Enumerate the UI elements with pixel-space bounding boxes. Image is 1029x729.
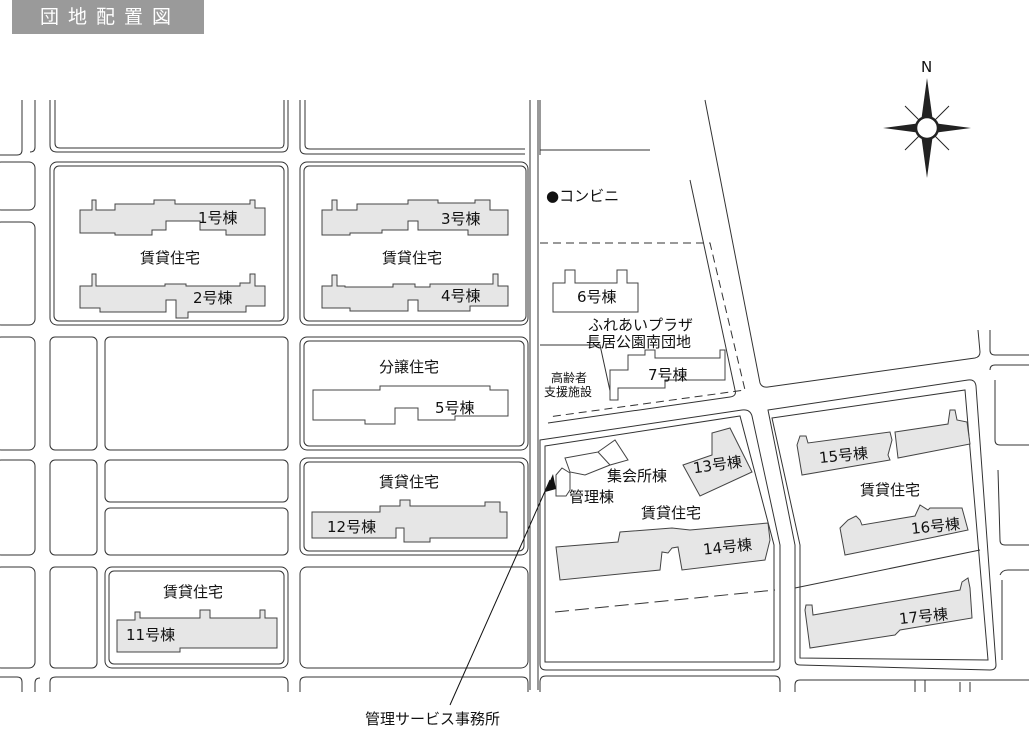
building-12 — [311, 499, 508, 543]
map-labels: 1号棟 2号棟 3号棟 4号棟 5号棟 6号棟 7号棟 11号棟 12号棟 13… — [126, 187, 961, 728]
label-building-14: 14号棟 — [702, 536, 753, 559]
building-2 — [79, 273, 266, 319]
building-16 — [839, 504, 969, 556]
building-11 — [116, 609, 278, 653]
page-title: 団地配置図 — [12, 0, 204, 34]
label-elderly-line1: 高齢者 — [551, 370, 587, 385]
label-building-6: 6号棟 — [577, 288, 617, 306]
label-rental-block16: 賃貸住宅 — [860, 481, 920, 499]
building-5 — [312, 385, 509, 425]
label-plaza-line1: ふれあいプラザ — [588, 316, 693, 334]
meeting-hall-building — [564, 439, 629, 476]
label-admin-building: 管理棟 — [569, 488, 614, 506]
building-14 — [555, 522, 771, 581]
label-building-2: 2号棟 — [193, 289, 233, 307]
building-3 — [321, 199, 509, 236]
compass-north-label: N — [921, 58, 932, 76]
building-13 — [682, 427, 753, 497]
label-building-4: 4号棟 — [441, 287, 481, 305]
label-rental-block12: 賃貸住宅 — [379, 473, 439, 491]
building-4 — [321, 273, 509, 312]
label-building-12: 12号棟 — [327, 518, 376, 536]
label-rental-block1: 賃貸住宅 — [140, 249, 200, 267]
building-17 — [804, 577, 973, 649]
management-office-pointer — [449, 474, 556, 706]
label-building-11: 11号棟 — [126, 626, 175, 644]
label-building-16: 16号棟 — [910, 515, 961, 538]
label-building-1: 1号棟 — [198, 209, 238, 227]
label-building-3: 3号棟 — [441, 210, 481, 228]
label-building-17: 17号棟 — [898, 605, 949, 628]
label-meeting-hall: 集会所棟 — [607, 467, 667, 485]
label-building-5: 5号棟 — [435, 399, 475, 417]
admin-building-shape — [555, 467, 571, 497]
building-15 — [796, 409, 971, 476]
building-6 — [552, 269, 639, 313]
label-elderly-line2: 支援施設 — [544, 384, 592, 399]
label-rental-block14: 賃貸住宅 — [641, 504, 701, 522]
label-rental-block2: 賃貸住宅 — [382, 249, 442, 267]
label-building-15: 15号棟 — [818, 444, 869, 467]
label-condo: 分譲住宅 — [379, 358, 439, 376]
roads — [0, 99, 1029, 692]
label-rental-block11: 賃貸住宅 — [163, 583, 223, 601]
building-1 — [79, 199, 266, 236]
building-7 — [609, 349, 726, 401]
label-management-office: 管理サービス事務所 — [365, 710, 500, 728]
label-convenience-store: ●コンビニ — [546, 187, 619, 205]
buildings — [79, 199, 973, 653]
compass: N — [883, 58, 971, 178]
label-plaza-line2: 長居公園南団地 — [586, 333, 691, 351]
label-building-7: 7号棟 — [648, 366, 688, 384]
